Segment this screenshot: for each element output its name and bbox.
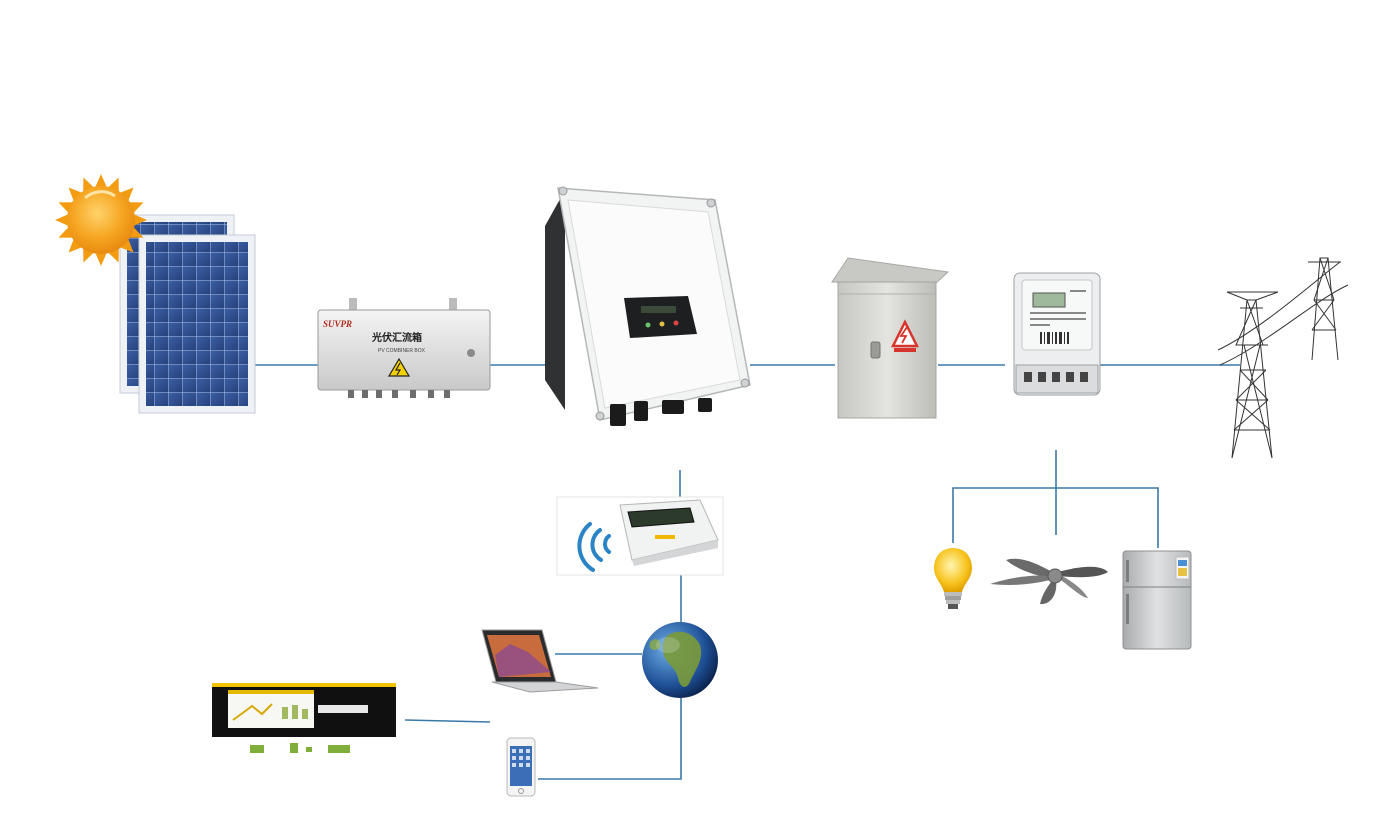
laptop-icon (481, 629, 599, 693)
wifi-signal-icon (577, 522, 611, 572)
sun-ray (120, 239, 134, 253)
inverter-icon (545, 186, 751, 426)
sun-ray (95, 174, 107, 187)
energy-meter-icon (1013, 272, 1101, 396)
line-load-bus (952, 487, 1159, 550)
meter-barcode (1040, 332, 1069, 344)
sun-ray (134, 214, 147, 226)
line-portal-to-devices (404, 719, 491, 723)
light-bulb-icon (932, 543, 974, 611)
line-globe-to-phone (538, 698, 682, 780)
sun-ray (120, 187, 134, 201)
smartphone-icon (506, 737, 536, 797)
sun-ray (68, 187, 82, 201)
sun-ray (95, 253, 107, 266)
inverter-display-panel (624, 296, 697, 338)
transmission-tower-icon (1217, 257, 1349, 459)
combiner-subtitle-label: PV COMBINER BOX (378, 348, 426, 354)
combiner-title-label: 光伏汇流箱 (371, 331, 422, 344)
connector-lines (255, 364, 1240, 780)
refrigerator-icon (1122, 550, 1192, 650)
sun-ray (55, 214, 68, 226)
electric-hazard-icon (890, 319, 920, 352)
ceiling-fan-icon (990, 558, 1108, 605)
combiner-brand-label: SUVPR (323, 319, 352, 329)
solar-panel-icon (119, 214, 256, 414)
distribution-cabinet-icon (831, 257, 950, 419)
sun-ray (68, 239, 82, 253)
combiner-box-icon: SUVPR 光伏汇流箱 PV COMBINER BOX (317, 298, 491, 398)
globe-icon (642, 622, 718, 698)
warning-triangle-icon (387, 357, 411, 377)
sun-icon (55, 174, 147, 266)
web-portal-screenshot (212, 683, 396, 761)
